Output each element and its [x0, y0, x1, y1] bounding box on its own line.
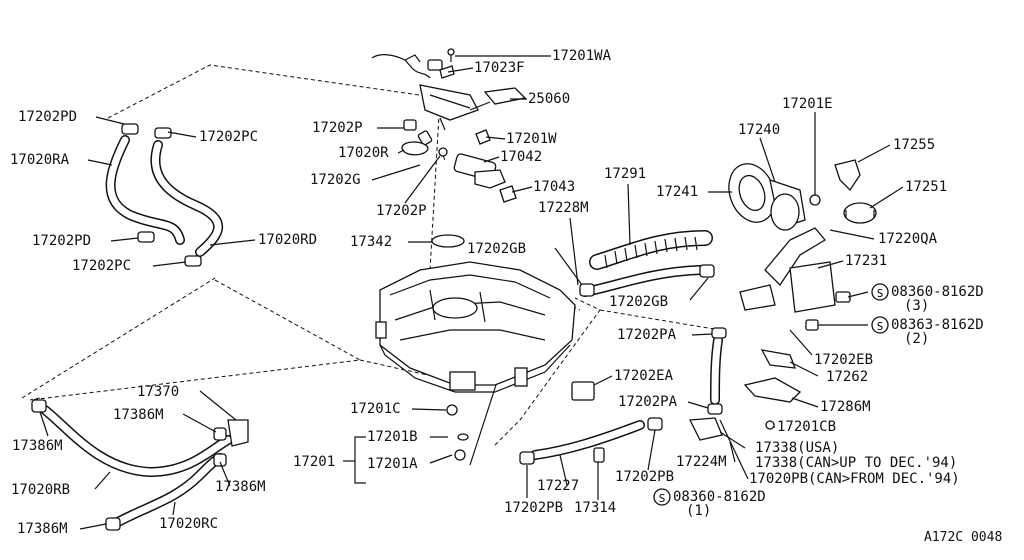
label-17338-can: 17338(CAN>UP TO DEC.'94) [755, 455, 958, 471]
label-17202pd-bottom: 17202PD [32, 233, 92, 249]
vent-hoses-lower-left [31, 399, 249, 531]
label-17202pc-top: 17202PC [199, 129, 259, 145]
label-17386m-b: 17386M [12, 438, 63, 454]
label-08363-8162d: 08363-8162D [891, 317, 984, 333]
label-17020rc: 17020RC [159, 516, 219, 532]
leader-lines [39, 55, 904, 530]
label-17201cb: 17201CB [777, 419, 837, 435]
label-17202pc-bottom: 17202PC [72, 258, 132, 274]
label-17201wa: 17201WA [552, 48, 612, 64]
label-17202p-a: 17202P [312, 120, 363, 136]
label-17202pa-a: 17202PA [617, 327, 677, 343]
vent-hoses-left [105, 123, 224, 267]
label-25060: 25060 [528, 91, 571, 107]
label-17201: 17201 [293, 454, 336, 470]
label-17286m: 17286M [820, 399, 871, 415]
label-17386m-a: 17386M [113, 407, 164, 423]
svg-text:S: S [877, 287, 884, 300]
label-17202ea: 17202EA [614, 368, 674, 384]
label-17220qa: 17220QA [878, 231, 938, 247]
label-17262: 17262 [826, 369, 869, 385]
label-17043: 17043 [533, 179, 576, 195]
filler-hose [589, 230, 713, 270]
label-17042: 17042 [500, 149, 543, 165]
label-17291: 17291 [604, 166, 647, 182]
breather-hose [579, 264, 715, 297]
label-17202pb-b: 17202PB [504, 500, 564, 516]
screw-symbol-top: S [871, 283, 889, 301]
label-17251: 17251 [905, 179, 948, 195]
label-17314: 17314 [574, 500, 617, 516]
label-08360-8162d-bottom: 08360-8162D [673, 489, 766, 505]
filler-neck-assembly [728, 159, 877, 331]
fuel-line-bottom [519, 381, 663, 465]
label-08360-qty-3: (3) [904, 298, 930, 314]
label-17023f: 17023F [474, 60, 525, 76]
label-08360-qty-1: (1) [686, 503, 712, 519]
label-17202pb-a: 17202PB [615, 469, 675, 485]
label-17202eb: 17202EB [814, 352, 874, 368]
tank-mounting-hardware [446, 404, 469, 461]
label-17201e: 17201E [782, 96, 833, 112]
label-17202p-b: 17202P [376, 203, 427, 219]
label-17241: 17241 [656, 184, 699, 200]
label-08363-qty-2: (2) [904, 331, 930, 347]
label-17020r: 17020R [338, 145, 389, 161]
label-17202pd-top: 17202PD [18, 109, 78, 125]
label-17386m-c: 17386M [215, 479, 266, 495]
label-17338-usa: 17338(USA) [755, 440, 840, 456]
label-17020rd: 17020RD [258, 232, 318, 248]
label-17020pb-can: 17020PB(CAN>FROM DEC.'94) [749, 471, 960, 487]
label-17201c: 17201C [350, 401, 401, 417]
label-17020rb: 17020RB [11, 482, 71, 498]
label-17224m: 17224M [676, 454, 727, 470]
svg-text:S: S [659, 492, 666, 505]
label-17202g: 17202G [310, 172, 361, 188]
label-17202gb-b: 17202GB [609, 294, 669, 310]
fuel-tank [375, 261, 576, 393]
screw-symbol-mid: S [871, 316, 889, 334]
label-17020ra: 17020RA [10, 152, 70, 168]
label-08360-8162d-top: 08360-8162D [891, 284, 984, 300]
label-17240: 17240 [738, 122, 781, 138]
label-17202gb-a: 17202GB [467, 241, 527, 257]
label-17201b: 17201B [367, 429, 418, 445]
label-17342: 17342 [350, 234, 393, 250]
label-17201a: 17201A [367, 456, 418, 472]
label-17228m: 17228M [538, 200, 589, 216]
label-17202pa-b: 17202PA [618, 394, 678, 410]
label-17201w: 17201W [506, 131, 557, 147]
fuel-sender-unit [371, 48, 527, 131]
label-17255: 17255 [893, 137, 936, 153]
label-17227: 17227 [537, 478, 580, 494]
sender-small-parts [401, 119, 517, 203]
vent-hose-right [688, 327, 802, 441]
diagram-code: A172C 0048 [924, 530, 1003, 545]
screw-symbol-bottom: S [653, 488, 671, 506]
sender-gasket [431, 234, 465, 248]
label-17231: 17231 [845, 253, 888, 269]
svg-text:S: S [877, 320, 884, 333]
label-17370: 17370 [137, 384, 180, 400]
label-17386m-d: 17386M [17, 521, 68, 537]
